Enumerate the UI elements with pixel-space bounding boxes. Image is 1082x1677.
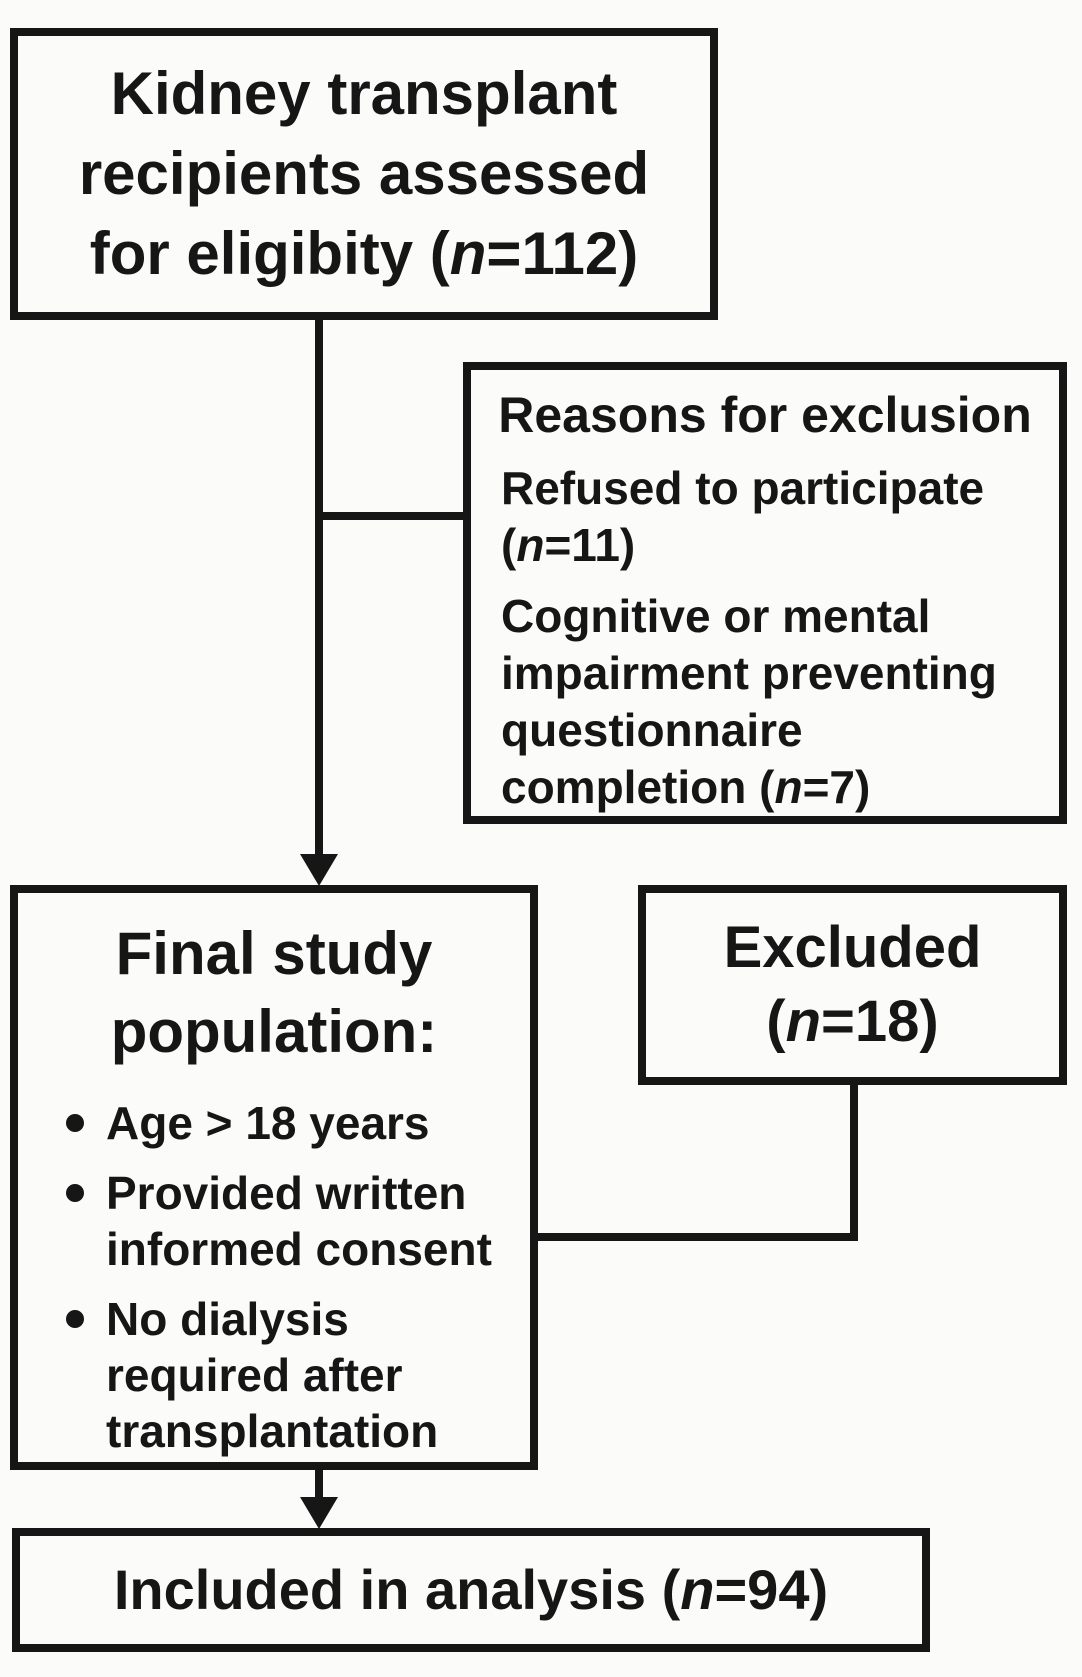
text-line: Excluded <box>723 915 982 980</box>
arrow-down-icon <box>300 854 338 886</box>
text-line: informed consent <box>106 1223 492 1275</box>
bullet-icon <box>66 1184 84 1202</box>
excluded-box: Excluded (n=18) <box>638 885 1067 1085</box>
final-population-box: Final study population: Age > 18 years P… <box>10 885 538 1470</box>
n-variable: n <box>680 1558 715 1621</box>
text-line: Final study <box>115 920 433 987</box>
connector-excluded-to-final <box>538 1233 858 1241</box>
text-line: for eligibity (n=112) <box>89 220 639 287</box>
final-population-title: Final study population: <box>18 915 530 1071</box>
n-variable: n <box>516 519 545 571</box>
reason-item: Refused to participate (n=11) <box>489 460 1041 574</box>
text-line: transplantation <box>106 1405 439 1457</box>
text-line: required after <box>106 1349 403 1401</box>
text-line: (n=18) <box>766 989 939 1054</box>
connector-eligibility-to-final <box>315 318 323 854</box>
text-line: Kidney transplant <box>110 60 618 127</box>
eligibility-box: Kidney transplant recipients assessed fo… <box>10 28 718 320</box>
n-variable: n <box>449 220 487 287</box>
text-line: questionnaire <box>501 704 803 756</box>
text-line: No dialysis <box>106 1293 349 1345</box>
connector-branch-to-reasons <box>315 512 465 520</box>
list-item: Provided written informed consent <box>18 1165 530 1277</box>
exclusion-reasons-box: Reasons for exclusion Refused to partici… <box>463 362 1067 824</box>
connector-final-to-included <box>315 1468 323 1500</box>
list-item: No dialysis required after transplantati… <box>18 1291 530 1459</box>
n-variable: n <box>785 989 822 1054</box>
reasons-title: Reasons for exclusion <box>498 387 1032 443</box>
text-line: Refused to participate <box>501 462 985 514</box>
included-box: Included in analysis (n=94) <box>12 1528 930 1652</box>
n-variable: n <box>774 761 803 813</box>
text-line: Age > 18 years <box>106 1097 430 1149</box>
reason-item: Cognitive or mental impairment preventin… <box>489 588 1041 816</box>
text-line: Cognitive or mental <box>501 590 931 642</box>
list-item: Age > 18 years <box>18 1095 530 1151</box>
text-line: population: <box>110 998 438 1065</box>
text-line: completion (n=7) <box>501 761 871 813</box>
bullet-icon <box>66 1310 84 1328</box>
text-line: (n=11) <box>501 519 636 571</box>
text-line: Included in analysis (n=94) <box>113 1558 829 1621</box>
text-line: recipients assessed <box>78 140 650 207</box>
connector-excluded-vertical <box>850 1083 858 1241</box>
criteria-list: Age > 18 years Provided written informed… <box>18 1095 530 1459</box>
bullet-icon <box>66 1114 84 1132</box>
text-line: impairment preventing <box>501 647 997 699</box>
arrow-down-icon <box>300 1497 338 1529</box>
text-line: Provided written <box>106 1167 467 1219</box>
